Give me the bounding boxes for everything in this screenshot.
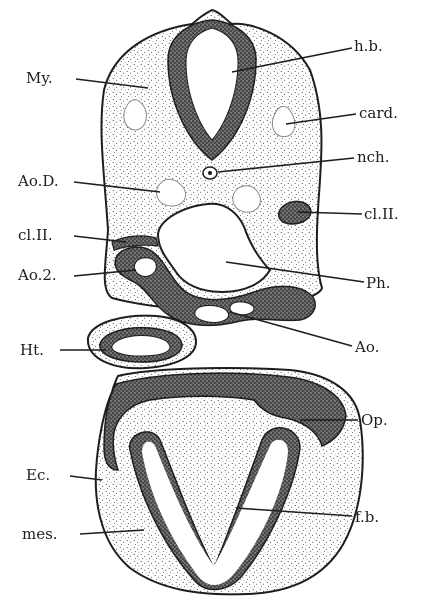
label-cardinal-vein: card.	[359, 104, 398, 122]
label-mesoderm: mes.	[22, 525, 58, 543]
label-dorsal-aorta: Ao.D.	[17, 172, 59, 190]
label-aorta: Ao.	[354, 338, 379, 356]
label-hind-brain: h.b.	[354, 37, 383, 55]
label-notochord: nch.	[357, 148, 390, 166]
label-optic: Op.	[361, 411, 388, 429]
label-ectoderm: Ec.	[26, 466, 50, 484]
aortic-arch-2	[134, 258, 156, 277]
ventral-aorta	[195, 306, 229, 323]
label-fore-brain: f.b.	[355, 508, 379, 526]
label-pharynx: Ph.	[366, 274, 391, 292]
notochord-core	[208, 171, 212, 175]
dorsal-aorta-right	[233, 186, 261, 212]
label-gill-cleft-right: cl.II.	[364, 205, 399, 223]
label-aortic-arch-2: Ao.2.	[17, 266, 57, 284]
label-gill-cleft-left: cl.II.	[18, 226, 53, 244]
cardinal-vein-left	[124, 100, 147, 130]
label-heart: Ht.	[20, 341, 44, 359]
label-myotome: My.	[26, 69, 53, 87]
